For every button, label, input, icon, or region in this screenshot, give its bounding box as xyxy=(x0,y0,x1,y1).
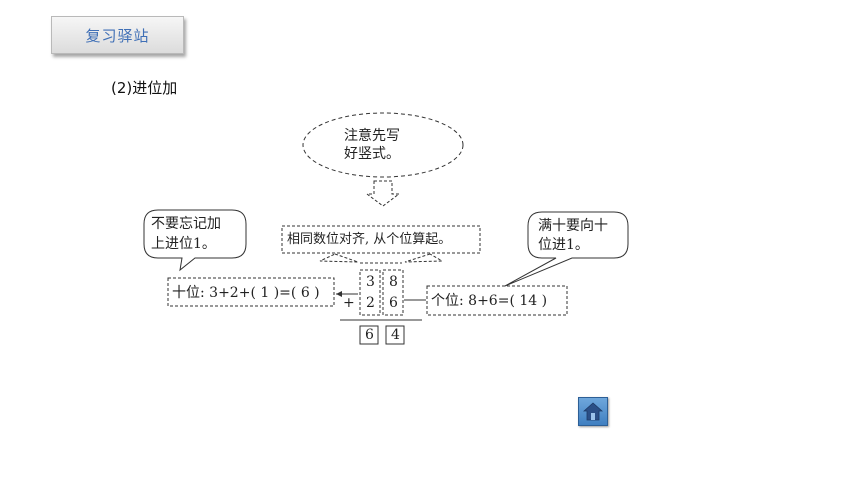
result-tens: 6 xyxy=(365,327,374,343)
align-note: 相同数位对齐, 从个位算起。 xyxy=(287,232,452,247)
ones-note: 个位: 8+6=( 14 ) xyxy=(431,293,548,309)
section-tab-label: 复习驿站 xyxy=(85,26,150,45)
addend2-ones: 6 xyxy=(389,295,398,311)
ones-note-box xyxy=(426,285,568,316)
tens-note: 十位: 3+2+( 1 )=( 6 ) xyxy=(172,285,320,301)
left-bubble xyxy=(143,209,247,272)
ones-column-box xyxy=(382,269,404,316)
top-bubble-line1: 注意先写 xyxy=(344,128,400,144)
section-title: (2)进位加 xyxy=(111,79,178,97)
home-button[interactable] xyxy=(578,397,608,426)
tens-column-box xyxy=(359,269,381,316)
section-tab[interactable]: 复习驿站 xyxy=(51,16,184,54)
down-arrow xyxy=(365,180,401,207)
plus-sign: + xyxy=(343,295,355,311)
top-bubble xyxy=(302,112,464,178)
result-ones-box xyxy=(385,325,405,345)
addend1-tens: 3 xyxy=(366,274,375,290)
right-bubble-line2: 位进1。 xyxy=(538,237,589,253)
home-icon xyxy=(583,402,603,421)
addend2-tens: 2 xyxy=(366,295,375,311)
left-bubble-line2: 上进位1。 xyxy=(151,236,216,252)
addend1-ones: 8 xyxy=(389,274,398,290)
top-bubble-line2: 好竖式。 xyxy=(344,146,400,162)
right-bubble xyxy=(504,211,629,287)
result-ones: 4 xyxy=(391,327,400,343)
result-tens-box xyxy=(359,325,379,345)
left-bubble-line1: 不要忘记加 xyxy=(151,216,221,232)
align-note-box xyxy=(281,225,481,254)
tens-note-box xyxy=(167,277,335,307)
right-bubble-line1: 满十要向十 xyxy=(538,218,608,234)
